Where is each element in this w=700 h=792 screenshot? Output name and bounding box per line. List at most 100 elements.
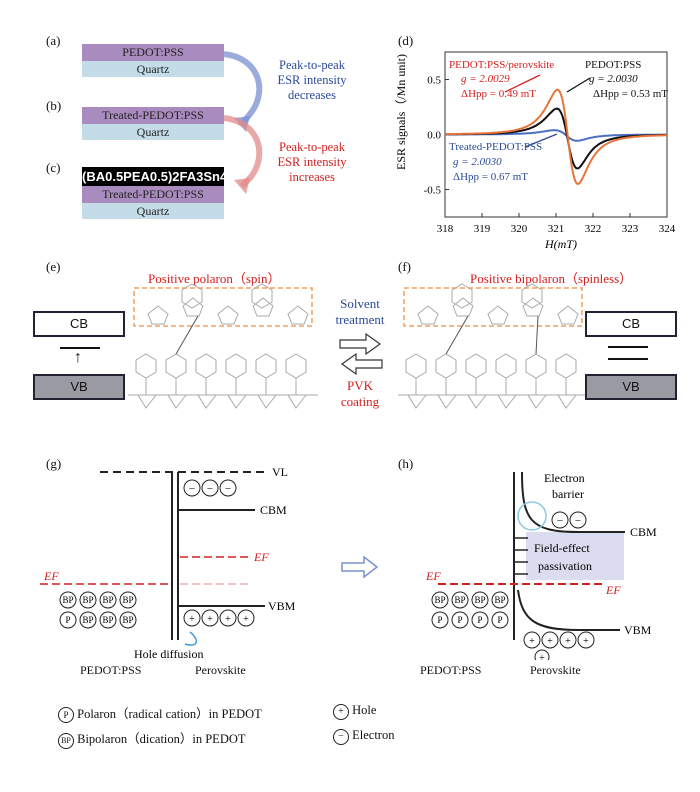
blue-curved-arrow	[223, 51, 263, 126]
svg-text:BP: BP	[122, 595, 133, 605]
svg-text:+: +	[207, 614, 213, 625]
pvk-line1: PVK	[346, 378, 373, 393]
perovskite-label-g: Perovskite	[195, 663, 246, 677]
polaron-title-left: Positive polaron（spin）	[148, 271, 281, 286]
field-passivation-box	[526, 532, 624, 580]
svg-text:P: P	[497, 615, 502, 625]
esr-label-perov-dh: ΔHpp = 0.49 mT	[461, 88, 536, 100]
svg-text:+: +	[189, 614, 195, 625]
esr-series-perovskite	[445, 88, 667, 185]
esr-label-perov-g: g = 2.0029	[461, 73, 510, 85]
esr-xtick-label: 319	[474, 223, 491, 235]
stack-c-pedot-layer: Treated-PEDOT:PSS	[82, 186, 224, 203]
legend-hole-text: Hole	[352, 703, 377, 717]
stack-c-perovskite-layer: (BA0.5PEA0.5)2FA3Sn4I13	[82, 167, 246, 186]
svg-text:P: P	[65, 615, 70, 625]
left-hollow-arrow	[340, 352, 383, 376]
solvent-line2: treatment	[335, 312, 385, 327]
note-decrease-line1: Peak-to-peak	[279, 58, 345, 72]
field-label-2: passivation	[538, 559, 592, 573]
esr-ytick-label: 0.5	[427, 75, 441, 87]
svg-text:P: P	[457, 615, 462, 625]
hole-circles-g: + + + +	[183, 609, 255, 627]
note-decrease-line2: ESR intensity	[277, 73, 347, 87]
red-arrow-head	[234, 178, 250, 194]
legend-electron-text: Electron	[352, 728, 395, 742]
esr-xtick-label: 318	[437, 223, 454, 235]
solvent-treatment-label: Solvent treatment	[330, 296, 390, 328]
esr-label-treated-g: g = 2.0030	[453, 156, 502, 168]
panel-label-a: (a)	[46, 33, 61, 48]
svg-text:P: P	[477, 615, 482, 625]
svg-text:+: +	[225, 614, 231, 625]
red-curved-arrow	[223, 115, 263, 189]
svg-text:−: −	[189, 483, 195, 495]
barrier-label-1: Electron	[544, 471, 585, 485]
legend-polaron-text: Polaron（radical cation）in PEDOT	[77, 707, 262, 721]
vl-label: VL	[272, 465, 288, 479]
esr-xtick-label: 321	[548, 223, 565, 235]
panel-label-g: (g)	[46, 456, 62, 471]
svg-text:P: P	[437, 615, 442, 625]
panel-label-d: (d)	[398, 33, 414, 48]
svg-text:+: +	[565, 636, 571, 647]
panel-label-b: (b)	[46, 98, 62, 113]
svg-text:BP: BP	[122, 615, 133, 625]
polaron-level-line	[60, 347, 100, 349]
panel-label-e: (e)	[46, 259, 61, 274]
esr-pointer-pedot	[566, 77, 591, 93]
svg-text:−: −	[575, 515, 581, 527]
svg-text:BP: BP	[434, 595, 445, 605]
bipolaron-level-line-1	[608, 346, 648, 348]
electron-symbol-icon: −	[333, 729, 349, 745]
esr-xtick-label: 324	[659, 223, 676, 235]
ef-label-perov: EF	[253, 550, 269, 564]
right-hollow-arrow	[339, 332, 382, 356]
esr-pointer-perov	[504, 74, 541, 93]
panel-label-c: (c)	[46, 160, 61, 175]
esr-label-treated-name: Treated-PEDOT:PSS	[449, 141, 542, 153]
svg-text:BP: BP	[454, 595, 465, 605]
esr-xtick-label: 323	[622, 223, 639, 235]
svg-text:BP: BP	[494, 595, 505, 605]
svg-text:+: +	[539, 653, 545, 660]
pedot-label-h: PEDOT:PSS	[420, 663, 482, 677]
pedot-structure-right	[398, 283, 588, 409]
stack-a-quartz-layer: Quartz	[82, 61, 224, 77]
legend-bipolaron: BP Bipolaron（dication）in PEDOT	[58, 728, 246, 749]
svg-text:−: −	[557, 515, 563, 527]
exchange-arrows	[339, 332, 383, 376]
esr-label-pedot-dh: ΔHpp = 0.53 mT	[593, 88, 668, 100]
vb-band-right: VB	[585, 374, 677, 400]
legend-hole: + Hole	[333, 703, 376, 720]
vbm-label-g: VBM	[268, 599, 296, 613]
svg-text:−: −	[207, 483, 213, 495]
ef-label-h-left: EF	[425, 569, 441, 583]
legend-electron: − Electron	[333, 728, 394, 745]
hole-diffusion-arrow	[184, 631, 197, 646]
band-diagram-h: − − + + + + + BP BP BP BP P P P P Electr…	[425, 471, 657, 660]
polaron-symbol-icon: P	[58, 707, 74, 723]
legend-bipolaron-text: Bipolaron（dication）in PEDOT	[77, 732, 246, 746]
note-increase: Peak-to-peak ESR intensity increases	[262, 140, 362, 185]
cbm-curve-h	[521, 471, 625, 533]
legend-polaron: P Polaron（radical cation）in PEDOT	[58, 703, 262, 723]
svg-text:BP: BP	[62, 595, 73, 605]
esr-label-pedot-g: g = 2.0030	[589, 73, 638, 85]
vbm-label-h: VBM	[624, 623, 652, 637]
dipole-marks	[514, 537, 528, 575]
note-increase-line1: Peak-to-peak	[279, 140, 345, 154]
svg-text:+: +	[529, 636, 535, 647]
esr-xtick-label: 320	[511, 223, 528, 235]
ef-label-pedot: EF	[43, 569, 59, 583]
hole-diffusion-label: Hole diffusion	[134, 647, 203, 660]
stack-b: Treated-PEDOT:PSS Quartz	[82, 107, 224, 140]
perovskite-label-h: Perovskite	[530, 663, 581, 677]
svg-text:BP: BP	[102, 615, 113, 625]
stack-a-pedot-layer: PEDOT:PSS	[82, 44, 224, 61]
esr-ylabel: ESR signals（/Mn unit)	[394, 54, 408, 170]
svg-text:+: +	[583, 636, 589, 647]
barrier-label-2: barrier	[552, 487, 584, 501]
bipolaron-highlight-box	[403, 287, 583, 327]
